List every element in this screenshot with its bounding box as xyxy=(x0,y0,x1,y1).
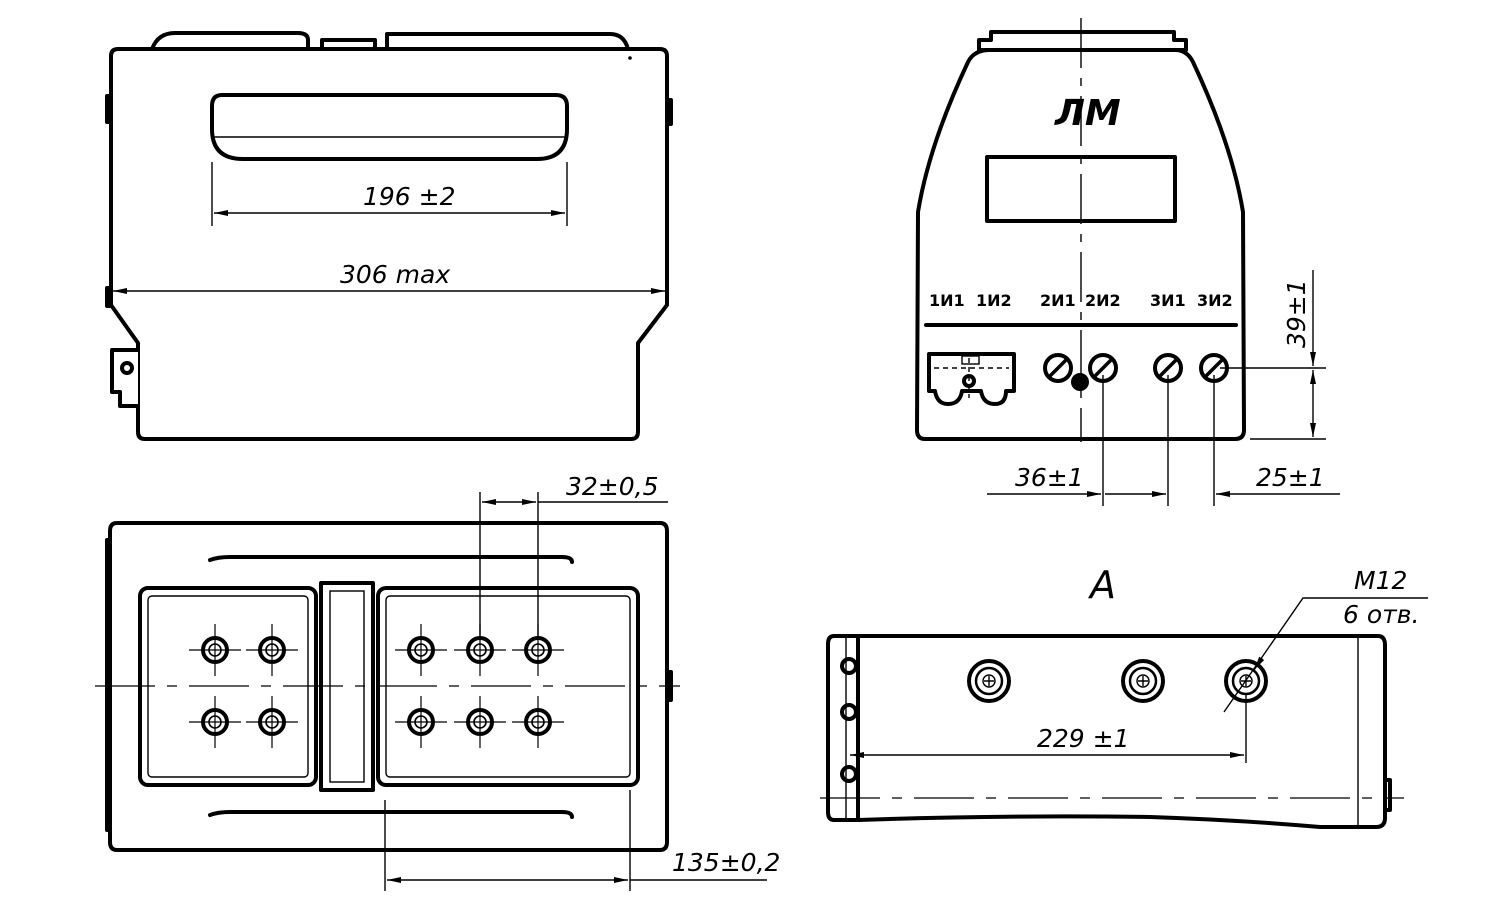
stud-bolt xyxy=(395,696,447,748)
terminal-label: 1И2 xyxy=(976,291,1012,310)
stud-bolt xyxy=(189,624,241,676)
terminal-label: 3И1 xyxy=(1150,291,1186,310)
terminal-stud xyxy=(1153,353,1183,383)
terminal-labels: 1И1 1И2 2И1 2И2 3И1 3И2 xyxy=(929,291,1233,310)
dim-229: 229 ±1 xyxy=(1037,724,1130,753)
terminal-stud xyxy=(1043,353,1073,383)
logo-lm: ЛМ xyxy=(1054,93,1121,134)
stud-bolt xyxy=(454,624,506,676)
dim-36: 36±1 xyxy=(1015,463,1084,492)
terminal-label: 2И1 xyxy=(1040,291,1076,310)
stud-bolt xyxy=(189,696,241,748)
dim-135: 135±0,2 xyxy=(672,848,780,877)
top-view-bolts xyxy=(189,624,564,748)
dim-25: 25±1 xyxy=(1256,463,1325,492)
dim-306: 306 max xyxy=(340,260,450,289)
stud-bolt xyxy=(395,624,447,676)
stud-bolt xyxy=(246,624,298,676)
stud-bolt xyxy=(512,696,564,748)
side-view: 196 ±2 306 max xyxy=(105,31,673,441)
dim-32: 32±0,5 xyxy=(566,472,659,501)
top-view: 32±0,5 135±0,2 xyxy=(95,472,780,891)
m12-stud xyxy=(1121,659,1165,703)
holes-label: 6 отв. xyxy=(1343,600,1419,629)
stud-bolt xyxy=(246,696,298,748)
terminal-label: 3И2 xyxy=(1197,291,1233,310)
stud-bolt xyxy=(454,696,506,748)
view-a-label: А xyxy=(1087,563,1116,607)
thread-label: М12 xyxy=(1354,566,1407,595)
dim-39: 39±1 xyxy=(1282,279,1311,348)
view-a: А 229 ±1 М12 6 отв. xyxy=(820,563,1428,829)
front-view: ЛМ 1И1 1И2 2И1 2И2 3И1 3И2 36±1 25±1 39±1 xyxy=(915,18,1340,506)
terminal-label: 2И2 xyxy=(1085,291,1121,310)
ground-terminal xyxy=(1071,373,1089,391)
dim-196: 196 ±2 xyxy=(363,182,456,211)
m12-stud xyxy=(967,659,1011,703)
front-terminal-studs xyxy=(1043,353,1229,383)
terminal-label: 1И1 xyxy=(929,291,965,310)
